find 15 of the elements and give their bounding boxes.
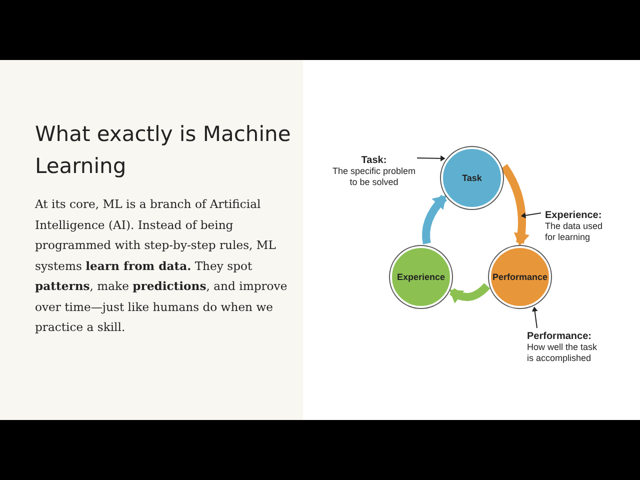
circle-label: Performance: [492, 272, 548, 282]
circle-label: Experience: [396, 272, 446, 282]
callout-description: The specific problem to be solved: [332, 166, 416, 188]
circle-label: Task: [462, 173, 482, 183]
body-paragraph: At its core, ML is a branch of Artificial Intelligence (AI). Instead of being programmed with step-by-step rules, ML systems learn from data. They spot patterns, make predictions, and improve over time—just like humans do when we practice a skill.: [35, 196, 288, 336]
cycle-arrow: [500, 164, 530, 246]
leader-line: [416, 155, 446, 162]
callout-heading: Experience:: [545, 210, 603, 221]
slide-title: What exactly is Machine Learning: [35, 121, 292, 180]
leader-line: [532, 306, 538, 328]
leader-line: [520, 212, 542, 218]
callout-heading: Performance:: [527, 331, 592, 342]
callout-heading: Task:: [360, 155, 388, 166]
callout-description: How well the task is accomplished: [527, 342, 598, 364]
callout-description: The data used for learning: [545, 221, 604, 243]
